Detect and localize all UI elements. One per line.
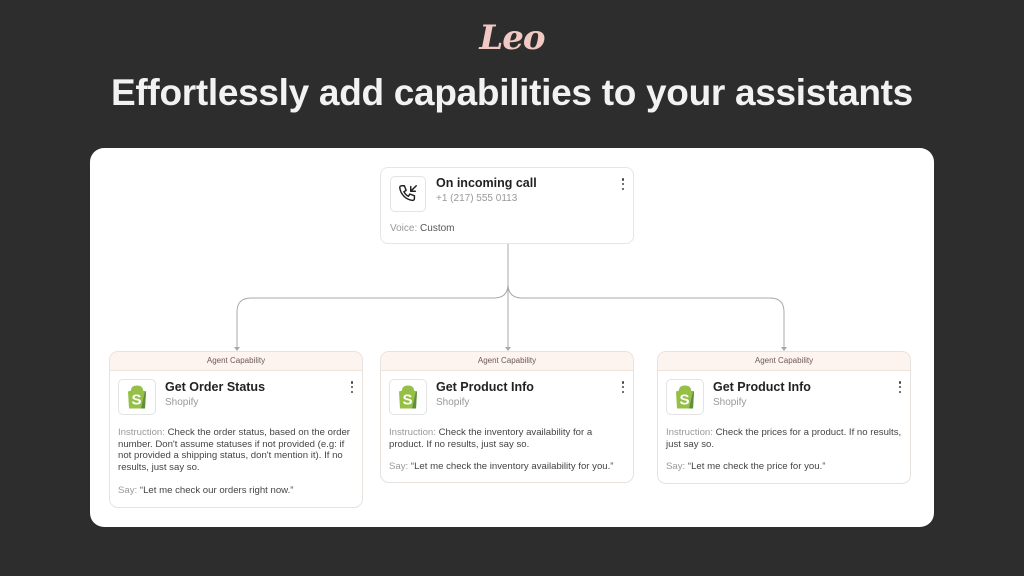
trigger-phone: +1 (217) 555 0113 [436, 193, 518, 204]
svg-text:S: S [679, 392, 689, 409]
capability-card-order-status[interactable]: Agent Capability S Get Order Status Shop… [109, 351, 363, 508]
capability-title: Get Order Status [165, 380, 266, 394]
instruction-label: Instruction: [666, 427, 713, 438]
say-label: Say: [666, 461, 686, 472]
capability-card-inventory[interactable]: Agent Capability S Get Product Info Shop… [380, 351, 634, 483]
say-label: Say: [389, 461, 409, 472]
say-text: “Let me check our orders right now.” [139, 485, 294, 496]
shopify-icon: S [389, 379, 427, 415]
capability-provider: Shopify [713, 397, 747, 408]
incoming-call-icon [390, 176, 426, 212]
arrowhead-left [234, 347, 240, 351]
capability-say: Say: “Let me check the inventory availab… [389, 461, 629, 472]
capability-banner: Agent Capability [658, 352, 910, 371]
voice-label: Voice: [390, 223, 418, 234]
say-text: “Let me check the inventory availability… [410, 461, 614, 472]
workflow-canvas[interactable]: On incoming call +1 (217) 555 0113 Voice… [90, 148, 934, 527]
capability-title: Get Product Info [713, 380, 811, 394]
shopify-icon: S [666, 379, 704, 415]
instruction-text: Check the inventory availability for a p… [389, 427, 593, 450]
instruction-text: Check the order status, based on the ord… [118, 427, 350, 473]
capability-card-price[interactable]: Agent Capability S Get Product Info Shop… [657, 351, 911, 484]
capability-banner: Agent Capability [381, 352, 633, 371]
capability-banner: Agent Capability [110, 352, 362, 371]
flow-connectors [234, 244, 787, 351]
trigger-more-menu-icon[interactable] [619, 178, 627, 190]
capability-say: Say: “Let me check the price for you.” [666, 461, 906, 472]
voice-value: Custom [420, 223, 455, 234]
capability-provider: Shopify [165, 397, 199, 408]
arrowhead-right [781, 347, 787, 351]
instruction-label: Instruction: [389, 427, 436, 438]
page-headline: Effortlessly add capabilities to your as… [111, 72, 913, 113]
capability-instruction: Instruction: Check the order status, bas… [118, 427, 356, 473]
capability-title: Get Product Info [436, 380, 534, 394]
arrowhead-middle [505, 347, 511, 351]
connector-trunk [236, 244, 509, 349]
say-text: “Let me check the price for you.” [687, 461, 826, 472]
capability-provider: Shopify [436, 397, 470, 408]
capability-instruction: Instruction: Check the inventory availab… [389, 427, 627, 450]
instruction-text: Check the prices for a product. If no re… [666, 427, 902, 450]
brand-logo: Leo [479, 18, 545, 58]
shopify-icon: S [118, 379, 156, 415]
trigger-card[interactable]: On incoming call +1 (217) 555 0113 Voice… [380, 167, 634, 244]
connector-right [507, 283, 785, 349]
capability-more-menu-icon[interactable] [348, 381, 356, 393]
trigger-voice: Voice: Custom [390, 223, 454, 234]
svg-text:S: S [131, 392, 141, 409]
instruction-label: Instruction: [118, 427, 165, 438]
capability-instruction: Instruction: Check the prices for a prod… [666, 427, 904, 450]
capability-say: Say: “Let me check our orders right now.… [118, 485, 358, 496]
svg-text:S: S [402, 392, 412, 409]
trigger-title: On incoming call [436, 176, 537, 190]
say-label: Say: [118, 485, 138, 496]
capability-more-menu-icon[interactable] [896, 381, 904, 393]
capability-more-menu-icon[interactable] [619, 381, 627, 393]
